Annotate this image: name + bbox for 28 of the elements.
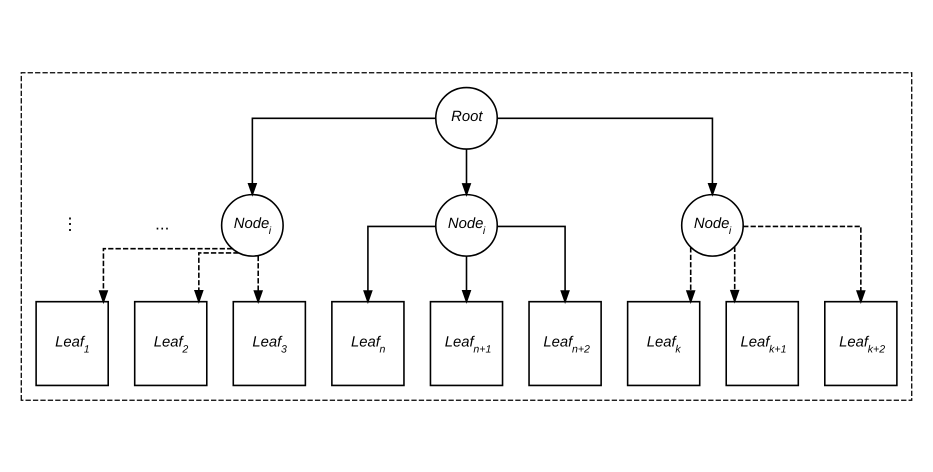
- arrow: [497, 225, 570, 304]
- arrow: [498, 117, 718, 196]
- node-box: Leaf$_{1}$: [35, 300, 109, 386]
- arrow: [194, 252, 239, 304]
- node-circle: Node$_{i}$: [220, 193, 284, 256]
- node-box: Leaf$_{n+1}$: [430, 300, 504, 386]
- arrow: [686, 246, 696, 304]
- arrow: [363, 225, 436, 304]
- cluster: [20, 72, 912, 400]
- arrow: [462, 148, 472, 196]
- node-box: Leaf$_{n}$: [331, 300, 405, 386]
- label: ...: [155, 214, 170, 233]
- node-circle: Node$_{i}$: [434, 193, 498, 256]
- node-box: Leaf$_{n+2}$: [528, 300, 602, 386]
- node-box: Leaf$_{k}$: [626, 300, 700, 386]
- node-circle: Root: [434, 86, 498, 150]
- arrow: [743, 225, 866, 304]
- label: ⋮: [62, 214, 79, 233]
- arrow: [462, 256, 472, 304]
- arrow: [98, 247, 232, 304]
- node-box: Leaf$_{2}$: [134, 300, 208, 386]
- arrow: [248, 117, 436, 196]
- node-box: Leaf$_{k+2}$: [824, 300, 898, 386]
- arrow: [730, 246, 740, 304]
- node-box: Leaf$_{k+1}$: [725, 300, 800, 386]
- node-box: Leaf$_{3}$: [232, 300, 306, 386]
- arrow: [253, 255, 264, 304]
- node-circle: Node$_{i}$: [680, 193, 744, 256]
